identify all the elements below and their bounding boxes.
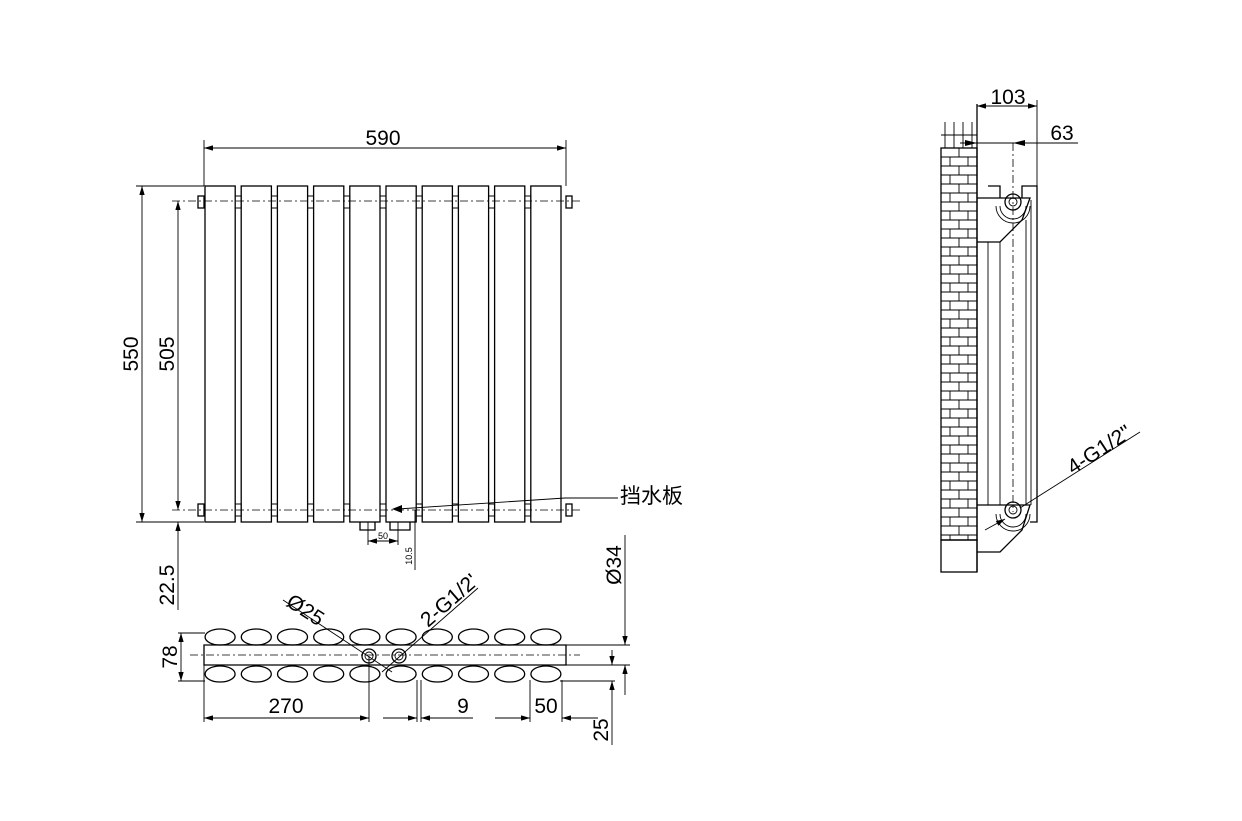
column-section-bottom	[494, 665, 526, 683]
radiator-side-outline	[988, 185, 1038, 523]
column-joint	[343, 195, 351, 517]
top-right-cap	[565, 195, 573, 209]
radiator-column	[493, 185, 526, 523]
column-section-bottom	[276, 665, 309, 683]
dim-width: 590	[365, 127, 400, 150]
radiator-column	[530, 185, 562, 523]
brick-wall	[940, 122, 978, 541]
dim-depth: 78	[159, 645, 182, 668]
column-joint	[235, 195, 242, 517]
top-left-cap	[197, 195, 205, 209]
outlet-circle	[391, 648, 407, 664]
dim-column-pitch: 50	[534, 695, 557, 718]
dim-inlet-offset: 270	[268, 695, 303, 718]
label-baffle: 挡水板	[620, 485, 683, 508]
baffle-leader	[397, 497, 618, 510]
top-connection-icon	[995, 193, 1031, 224]
pipe-stubs	[359, 522, 411, 531]
radiator-column	[312, 185, 345, 523]
leader-side-connections	[1019, 431, 1141, 509]
dim-pipe-length: 10.5	[404, 547, 414, 565]
dim-bottom-offset: 22.5	[156, 565, 179, 606]
column-joint	[524, 195, 532, 517]
column-joint	[488, 195, 496, 517]
column-section-top	[530, 628, 562, 646]
column-section-top	[349, 628, 381, 646]
radiator-column	[276, 185, 309, 523]
front-view: 590 550 505 22.5 50 10.5 挡水板	[120, 127, 683, 610]
radiator-columns	[204, 185, 562, 523]
column-section-bottom	[530, 665, 562, 683]
column-section-top	[240, 628, 272, 646]
column-section-top	[204, 628, 236, 646]
column-joint	[380, 195, 387, 517]
column-section-top	[421, 628, 453, 646]
column-section-top	[457, 628, 490, 646]
column-section-bottom	[204, 665, 236, 683]
top-view: Ø25 2-G1/2' 78 270 9 50 Ø34 25	[159, 535, 630, 745]
column-joint	[307, 195, 315, 517]
wall-base	[940, 539, 978, 573]
column-section-bottom	[385, 665, 417, 683]
label-side-connections: 4-G1/2"	[1063, 421, 1136, 479]
radiator-column	[385, 185, 417, 523]
column-joint	[416, 195, 423, 517]
dim-center-from-wall: 63	[1050, 122, 1073, 145]
column-sections	[204, 628, 562, 683]
dim-side-depth: 103	[990, 86, 1025, 109]
bottom-right-cap	[565, 503, 573, 517]
column-section-bottom	[313, 665, 345, 683]
radiator-column	[457, 185, 490, 523]
radiator-column	[421, 185, 454, 523]
dim-height-centers: 505	[156, 336, 179, 371]
column-joint	[271, 195, 278, 517]
dim-gap: 9	[457, 695, 469, 718]
radiator-column	[204, 185, 236, 523]
side-view: 103 63 4-G1/2"	[940, 86, 1141, 573]
column-section-top	[276, 628, 309, 646]
label-connections: 2-G1/2'	[416, 570, 483, 632]
column-section-top	[385, 628, 417, 646]
column-section-bottom	[457, 665, 490, 683]
dim-tube-offset: 25	[590, 718, 613, 741]
label-pipe-dia: Ø25	[282, 590, 328, 631]
leader-connections	[381, 587, 479, 673]
dim-tube-dia: Ø34	[603, 545, 626, 585]
leader-pipe-dia	[282, 599, 393, 673]
dim-height-total: 550	[120, 336, 143, 371]
bottom-connection-icon	[995, 501, 1031, 532]
column-section-bottom	[240, 665, 272, 683]
dim-pipe-spacing: 50	[378, 531, 388, 541]
column-section-top	[494, 628, 526, 646]
column-section-bottom	[421, 665, 453, 683]
radiator-column	[349, 185, 381, 523]
column-joint	[452, 195, 459, 517]
column-section-bottom	[349, 665, 381, 683]
radiator-column	[240, 185, 273, 523]
bottom-left-cap	[197, 503, 205, 517]
